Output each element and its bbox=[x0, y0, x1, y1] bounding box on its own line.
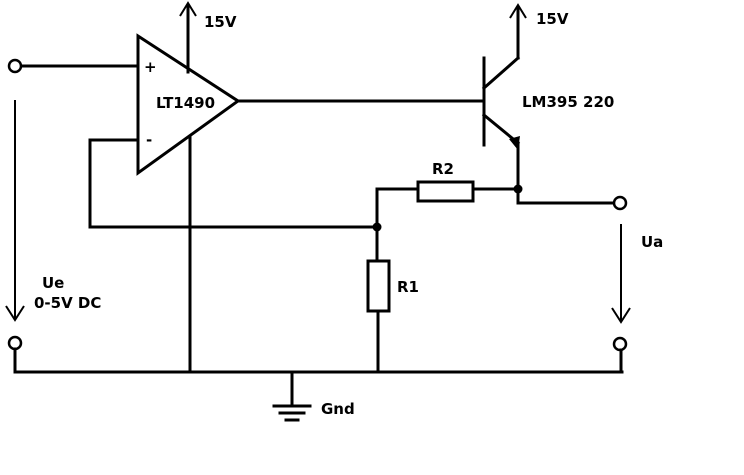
opamp-label: LT1490 bbox=[156, 94, 215, 112]
input-terminal-bottom bbox=[7, 335, 23, 351]
input-label: Ue bbox=[42, 274, 64, 292]
feedback-wire bbox=[88, 138, 379, 229]
ground-label: Gnd bbox=[321, 400, 355, 418]
opamp-supply-label: 15V bbox=[204, 13, 237, 31]
opamp-supply-arrow bbox=[179, 1, 197, 17]
emitter-junction-dot bbox=[513, 184, 523, 194]
ue-arrow-head bbox=[5, 305, 25, 322]
input-range-label: 0-5V DC bbox=[34, 294, 101, 312]
ground-icon bbox=[272, 404, 312, 422]
opamp-minus-label: - bbox=[146, 131, 152, 149]
r1-resistor bbox=[366, 259, 391, 313]
transistor-supply-arrow bbox=[509, 3, 527, 19]
output-terminal-bottom bbox=[612, 336, 628, 352]
transistor-label: LM395 220 bbox=[522, 93, 614, 111]
r2-left-wire bbox=[375, 187, 420, 263]
r1-label: R1 bbox=[397, 278, 419, 296]
output-terminal-top bbox=[612, 195, 628, 211]
output-label: Ua bbox=[641, 233, 663, 251]
transistor-collector bbox=[481, 55, 521, 91]
input-terminal-top bbox=[7, 58, 23, 74]
r2-resistor bbox=[416, 180, 475, 203]
r2-label: R2 bbox=[432, 160, 454, 178]
feedback-junction-dot bbox=[372, 222, 382, 232]
transistor-supply-label: 15V bbox=[536, 10, 569, 28]
ua-arrow-head bbox=[611, 307, 631, 324]
opamp-plus-label: + bbox=[144, 58, 157, 76]
